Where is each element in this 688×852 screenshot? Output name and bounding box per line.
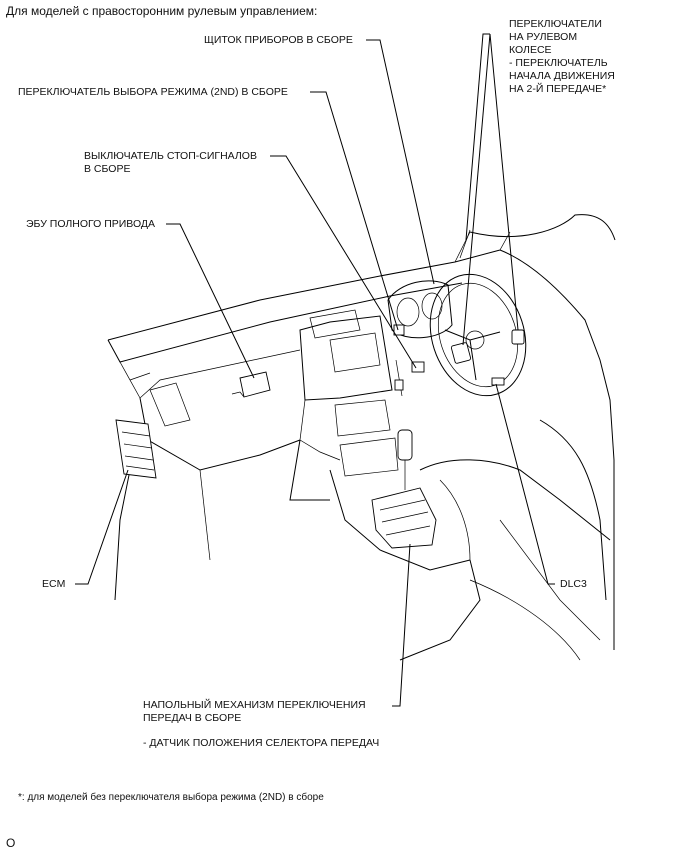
label-shift-sensor: - ДАТЧИК ПОЛОЖЕНИЯ СЕЛЕКТОРА ПЕРЕДАЧ — [143, 737, 380, 749]
awd-ecu-part — [231, 371, 271, 398]
label-ecm: ECM — [42, 578, 66, 590]
steering-switch-right — [511, 329, 525, 345]
shift-lever-part — [371, 429, 437, 549]
label-steering-switches: ПЕРЕКЛЮЧАТЕЛИ НА РУЛЕВОМ КОЛЕСЕ - ПЕРЕКЛ… — [509, 18, 615, 95]
dlc3-connector — [491, 377, 505, 386]
steering-wheel — [429, 229, 527, 397]
label-shift-lever: НАПОЛЬНЫЙ МЕХАНИЗМ ПЕРЕКЛЮЧЕНИЯ ПЕРЕДАЧ … — [143, 699, 366, 724]
mode-switch — [393, 324, 405, 336]
header-title: Для моделей с правосторонним рулевым упр… — [6, 4, 318, 18]
label-awd-ecu: ЭБУ ПОЛНОГО ПРИВОДА — [26, 218, 156, 230]
label-stop-light-switch: ВЫКЛЮЧАТЕЛЬ СТОП-СИГНАЛОВ В СБОРЕ — [84, 150, 257, 175]
corner-mark: O — [6, 836, 16, 850]
ecm-part — [115, 419, 157, 479]
label-mode-switch: ПЕРЕКЛЮЧАТЕЛЬ ВЫБОРА РЕЖИМА (2ND) В СБОР… — [18, 86, 288, 98]
label-instrument-cluster: ЩИТОК ПРИБОРОВ В СБОРЕ — [204, 34, 353, 46]
leader-lines — [75, 33, 555, 707]
stop-light-switch — [411, 361, 425, 373]
footnote: *: для моделей без переключателя выбора … — [18, 792, 324, 803]
dashboard-outline — [107, 214, 616, 661]
instrument-cluster — [387, 280, 453, 397]
steering-switch-left — [450, 342, 472, 364]
label-dlc3: DLC3 — [560, 578, 587, 590]
